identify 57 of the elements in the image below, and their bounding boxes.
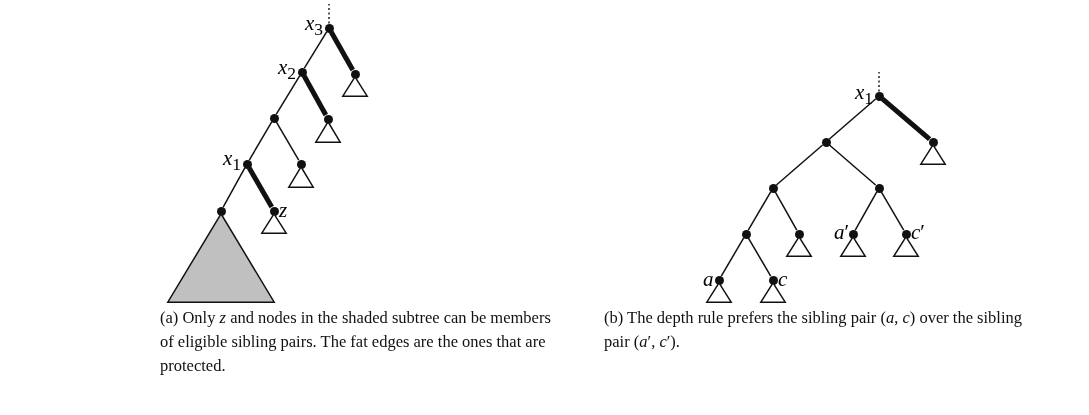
tree-node-dot	[794, 229, 804, 239]
tree-node-dot	[297, 67, 307, 77]
tree-edge	[275, 121, 300, 161]
tree-edge	[775, 144, 824, 186]
figure-caption: (a) Only z and nodes in the shaded subtree can be members of eligible sibling pairs. The fat edges are the ones that are protected.	[160, 307, 552, 377]
node-label: x$_{3}$	[305, 13, 324, 39]
tree-edge	[774, 191, 798, 231]
tree-edge	[880, 191, 905, 231]
tree-node-dot	[324, 23, 334, 33]
subtree-triangle	[342, 76, 368, 97]
tree-node-dot	[296, 159, 306, 169]
dotted-stub-line	[878, 71, 880, 93]
protected-edge	[329, 30, 355, 72]
protected-edge	[302, 74, 328, 117]
tree-node-dot	[714, 275, 724, 285]
node-label: a′	[834, 222, 850, 243]
subtree-triangle	[786, 236, 812, 257]
tree-edge	[720, 237, 745, 277]
tree-edge	[828, 144, 877, 186]
node-label: z	[279, 200, 288, 221]
node-label: c	[778, 269, 788, 290]
tree-node-dot	[216, 206, 226, 216]
subtree-triangle	[288, 166, 314, 188]
tree-node-dot	[768, 183, 778, 193]
tree-edge	[303, 31, 328, 69]
tree-node-dot	[269, 206, 279, 216]
tree-edge	[828, 98, 877, 140]
subtree-triangle	[315, 121, 341, 143]
subtree-triangle	[920, 144, 946, 165]
tree-edge	[747, 191, 772, 231]
tree-node-dot	[768, 275, 778, 285]
tree-edge	[222, 167, 246, 208]
tree-node-dot	[741, 229, 751, 239]
tree-node-dot	[323, 114, 333, 124]
tree-node-dot	[874, 183, 884, 193]
figure-caption: (b) The depth rule prefers the sibling pair (a, c) over the sibling pair (a′, c′).	[604, 307, 1024, 353]
node-label: a	[703, 269, 714, 290]
node-label: x$_{1}$	[855, 82, 874, 108]
tree-edge	[747, 237, 772, 277]
tree-node-dot	[350, 69, 360, 79]
tree-node-dot	[269, 113, 279, 123]
shaded-subtree-triangle	[167, 213, 275, 303]
node-label: x$_{1}$	[223, 148, 242, 174]
tree-node-dot	[901, 229, 911, 239]
node-label: c′	[911, 222, 925, 243]
node-label: x$_{2}$	[278, 57, 297, 83]
tree-node-dot	[821, 137, 831, 147]
protected-edge	[247, 166, 274, 209]
tree-node-dot	[874, 91, 884, 101]
tree-node-dot	[242, 159, 252, 169]
tree-edge	[248, 121, 273, 161]
protected-edge	[880, 97, 932, 141]
tree-node-dot	[928, 137, 938, 147]
tree-node-dot	[848, 229, 858, 239]
tree-edge	[275, 75, 301, 115]
dotted-stub-line	[328, 3, 330, 25]
tree-edge	[854, 191, 878, 231]
